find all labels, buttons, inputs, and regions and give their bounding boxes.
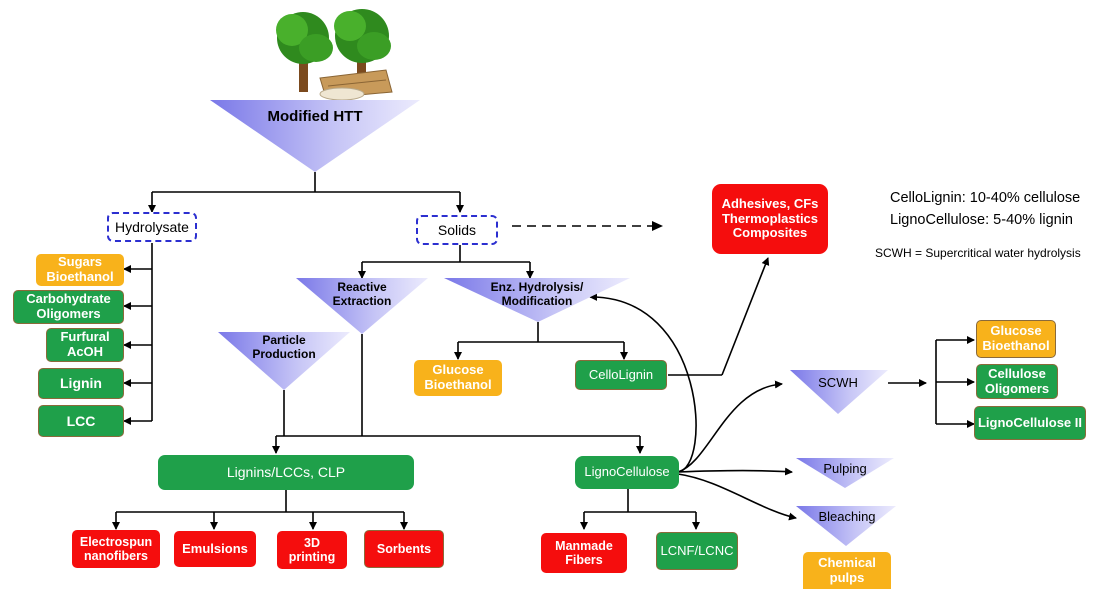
cellolignin-box: CelloLignin [575,360,667,390]
particle-production-triangle [218,332,350,390]
modified-htt-label: Modified HTT [267,108,363,125]
lignins-lccs-clp-box: Lignins/LCCs, CLP [158,455,414,490]
manmade-fibers-box: Manmade Fibers [541,533,627,573]
lcnf-lcnc-box: LCNF/LCNC [656,532,738,570]
sugars-bioethanol-box: Sugars Bioethanol [36,254,124,286]
3d-printing-box: 3D printing [277,531,347,569]
electrospun-nanofibers-box: Electrospun nanofibers [72,530,160,568]
glucose-bioethanol-box: Glucose Bioethanol [414,360,502,396]
cellulose-oligomers-box: Cellulose Oligomers [976,364,1058,399]
note-cellolignin: CelloLignin: 10-40% cellulose [890,190,1081,206]
sorbents-box: Sorbents [364,530,444,568]
reactive-extraction-label: Reactive Extraction [332,280,392,308]
scwh-label: SCWH [818,375,858,390]
pulping-label: Pulping [823,461,867,476]
lignin-box: Lignin [38,368,124,399]
bleaching-label: Bleaching [818,509,876,524]
chemical-pulps-box: Chemical pulps [803,552,891,589]
pulping-triangle [796,458,894,488]
lignocellulose-ii-box: LignoCellulose II [974,406,1086,440]
enz-hydrolysis-triangle [444,278,630,322]
reactive-extraction-triangle [296,278,428,334]
emulsions-box: Emulsions [174,531,256,567]
trees-illustration [276,9,393,101]
adhesives-composites-box: Adhesives, CFs Thermoplastics Composites [712,184,828,254]
furfural-acoh-box: Furfural AcOH [46,328,124,362]
dashed-arrow [512,221,663,231]
particle-production-label: Particle Production [252,333,316,361]
glucose-bioethanol-2-box: Glucose Bioethanol [976,320,1056,358]
note-scwh: SCWH = Supercritical water hydrolysis [875,246,1081,260]
modified-htt-triangle [210,100,420,172]
lignocellulose-box: LignoCellulose [575,456,679,489]
hydrolysate-box: Hydrolysate [107,212,197,242]
lcc-box: LCC [38,405,124,437]
note-lignocellulose: LignoCellulose: 5-40% lignin [890,212,1073,228]
carbohydrate-oligomers-box: Carbohydrate Oligomers [13,290,124,324]
enz-hydrolysis-label: Enz. Hydrolysis/ Modification [490,280,584,308]
scwh-triangle [790,370,888,414]
bleaching-triangle [796,506,896,546]
solids-box: Solids [416,215,498,245]
